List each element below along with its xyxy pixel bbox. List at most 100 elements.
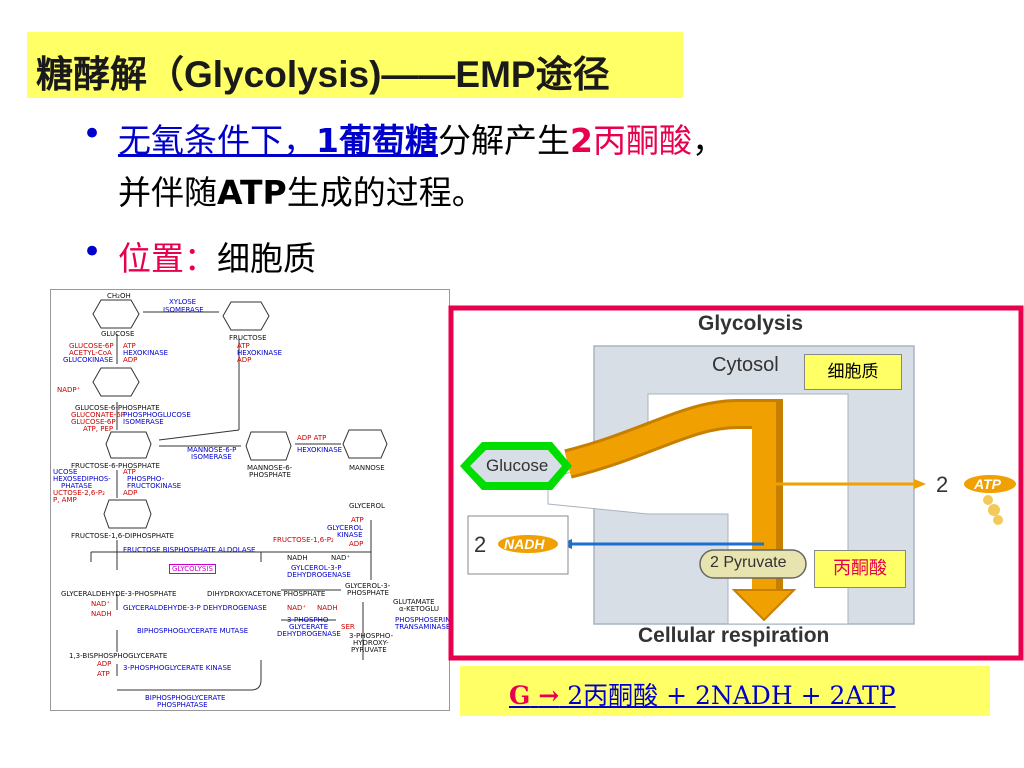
- xylose-label: XYLOSE: [169, 298, 197, 306]
- atp-label-4: ATP: [351, 516, 364, 524]
- psa-label: PHOSPHOSERINE: [395, 616, 455, 624]
- atp-pep-label: ATP, PEP: [83, 425, 114, 433]
- gap-label: GLYCERALDEHYDE-3-PHOSPHATE: [61, 590, 177, 598]
- hpyr-label-2: HYDROXY-: [353, 639, 389, 647]
- pathway-lines: [90, 299, 388, 691]
- adp-label-3: ADP: [123, 489, 138, 497]
- bpgp-label: BIPHOSPHOGLYCERATE: [145, 694, 226, 702]
- arrow-head-down: [731, 589, 797, 622]
- glycerol-label: GLYCEROL: [349, 502, 385, 510]
- dhap-label: DIHYDROXYACETONE PHOSPHATE: [207, 590, 326, 598]
- hexdip-label: HEXOSEDIPHOS-: [53, 475, 111, 483]
- figure-title: Glycolysis: [698, 312, 804, 335]
- gluconate-label: GLUCONATE-6P: [71, 411, 125, 419]
- acetylcoa-label: ACETYL-CoA: [69, 349, 112, 357]
- glycerol-kinase-label: GLYCEROL: [327, 524, 363, 532]
- f6p-label: FRUCTOSE-6-PHOSPHATE: [71, 462, 160, 470]
- pyruvate-pill: [699, 549, 807, 579]
- glycolysis-arrow: [565, 402, 776, 594]
- mannose6p-label: MANNOSE-6-: [247, 464, 293, 472]
- bullet-location: 位置：细胞质: [118, 239, 316, 278]
- atp-label: ATP: [123, 342, 136, 350]
- glycolysis-equation: G → 2丙酮酸 + 2NADH + 2ATP: [509, 681, 896, 710]
- pgdh-label-2: GLYCERATE: [289, 623, 329, 631]
- glycolysis-figure: Glycolysis Cytosol 细胞质 Glucose 2 ATP 2 N…: [448, 304, 1024, 664]
- atp-label-2: ATP: [237, 342, 250, 350]
- nadh-count: 2: [474, 532, 487, 557]
- psa-label-2: TRANSAMINASE: [395, 623, 451, 631]
- nadh-label: NADH: [287, 554, 308, 562]
- glutamate-label: GLUTAMATE: [393, 598, 435, 606]
- hexokinase-label-2: HEXOKINASE: [237, 349, 283, 357]
- glycolysis-box-label: GLYCOLYSIS: [169, 564, 216, 574]
- ser-label: SER: [341, 623, 355, 631]
- fbp2-label: FRUCTOSE-1,6-P₂: [273, 536, 334, 544]
- adp-label-4: ADP: [349, 540, 364, 548]
- hexokinase-label: HEXOKINASE: [123, 349, 169, 357]
- atp-arrow-head: [914, 479, 926, 489]
- ucose-label: UCOSE: [53, 468, 78, 476]
- glucose-label: GLUCOSE: [101, 330, 135, 338]
- g6p-inhibitor: GLUCOSE-6P: [69, 342, 114, 350]
- glucose-hexagon-inner: [470, 450, 562, 482]
- atp-label-3: ATP: [123, 468, 136, 476]
- phatase-label: PHATASE: [61, 482, 93, 490]
- pgi-isomerase-label: ISOMERASE: [123, 418, 164, 426]
- title-highlight: [27, 32, 683, 98]
- glycolysis-pathway-diagram: CH₂OH GLUCOSE XYLOSE ISOMERASE FRUCTOSE …: [50, 289, 455, 711]
- page-title: 糖酵解（Glycolysis)——EMP途径: [36, 53, 610, 96]
- adp-label: ADP: [123, 356, 138, 364]
- glycerol3p-label: GLYCEROL-3-: [345, 582, 391, 590]
- gapdh-label: GLYCERALDEHYDE-3-P DEHYDROGENASE: [123, 604, 267, 612]
- atp-badge: [964, 475, 1016, 493]
- g3pdh-label: GYLCEROL-3-P: [291, 564, 342, 572]
- pgdh-label: 3-PHOSPHO-: [287, 616, 332, 624]
- g6p-label: GLUCOSE-6-PHOSPHATE: [75, 404, 160, 412]
- mannose6p-iso-label-2: ISOMERASE: [191, 453, 232, 461]
- atp-text: ATP: [974, 476, 1001, 492]
- mannose6p-iso-label: MANNOSE-6-P: [187, 446, 237, 454]
- bpg-label: 1,3-BISPHOSPHOGLYCERATE: [69, 652, 168, 660]
- cytosol-cn-label: 细胞质: [804, 354, 902, 390]
- pgm-label: BIPHOSPHOGLYCERATE MUTASE: [137, 627, 249, 635]
- respiration-label: Cellular respiration: [638, 624, 830, 647]
- g6p-inhibitor-2: GLUCOSE-6P: [71, 418, 116, 426]
- nadh-label-3: NADH: [317, 604, 338, 612]
- bullet-definition: 无氧条件下，1葡萄糖分解产生2丙酮酸，: [118, 121, 725, 160]
- hexokinase-label-3: HEXOKINASE: [297, 446, 343, 454]
- glucokinase-label: GLUCOKINASE: [63, 356, 114, 364]
- fructose-label: FRUCTOSE: [229, 334, 267, 342]
- hpyr-label-3: PYRUVATE: [351, 646, 387, 654]
- isomerase-label: ISOMERASE: [163, 306, 204, 314]
- ketoglu-label: α-KETOGLU: [399, 605, 440, 613]
- pamp-label: P, AMP: [53, 496, 77, 504]
- glycerol-kinase-label-2: KINASE: [337, 531, 363, 539]
- pyruvate-cn-label: 丙酮酸: [814, 550, 906, 588]
- fructokinase-label: FRUCTOKINASE: [127, 482, 182, 490]
- uctose-label: UCTOSE-2,6-P₂: [53, 489, 105, 497]
- cytosol-label: Cytosol: [712, 354, 779, 376]
- mannose-label: MANNOSE: [349, 464, 385, 472]
- aldolase-label: FRUCTOSE BISPHOSPHATE ALDOLASE: [123, 546, 256, 554]
- pgk-label: 3-PHOSPHOGLYCERATE KINASE: [123, 664, 232, 672]
- nadh-label-2: NADH: [91, 610, 112, 618]
- glycerol3p-label-2: PHOSPHATE: [347, 589, 389, 597]
- nad-label-2: NAD⁺: [91, 600, 111, 608]
- mannose6p-label-2: PHOSPHATE: [249, 471, 291, 479]
- atp-count: 2: [936, 472, 949, 497]
- hpyr-label: 3-PHOSPHO-: [349, 632, 394, 640]
- bullet-dot: •: [82, 232, 103, 272]
- phospho-label: PHOSPHO-: [127, 475, 165, 483]
- pgdh-label-3: DEHYDROGENASE: [277, 630, 341, 638]
- fbp-label: FRUCTOSE-1,6-DIPHOSPHATE: [71, 532, 175, 540]
- equation-highlight: [460, 666, 990, 716]
- nadh-badge: [498, 535, 558, 553]
- adp-label-2: ADP: [237, 356, 252, 364]
- bpgp-label-2: PHOSPHATASE: [157, 701, 208, 709]
- bullet-dot: •: [82, 114, 103, 154]
- nad-label-3: NAD⁺: [287, 604, 307, 612]
- pyruvate-label: 2 Pyruvate: [710, 554, 787, 571]
- bullet-definition-line2: 并伴随ATP生成的过程。: [118, 173, 485, 212]
- nadp-label: NADP⁺: [57, 386, 81, 394]
- glucose-label: Glucose: [486, 456, 549, 475]
